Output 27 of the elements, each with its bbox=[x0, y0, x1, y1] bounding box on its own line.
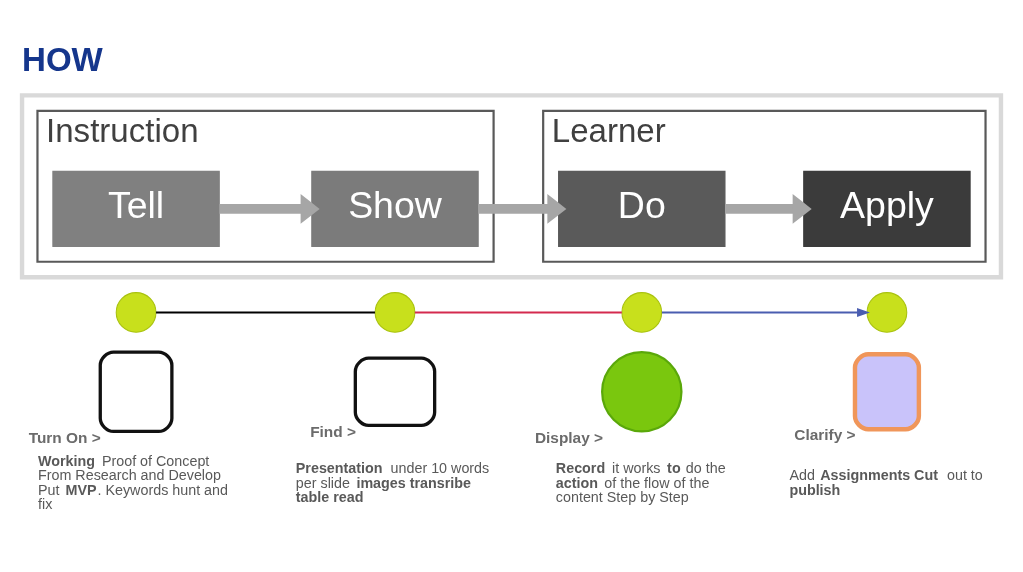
node-label: Turn On > bbox=[28, 428, 101, 446]
node-circle bbox=[115, 292, 157, 333]
arrow bbox=[478, 193, 567, 224]
node-circle bbox=[621, 292, 663, 333]
node-label: Display > bbox=[534, 428, 604, 446]
arrow bbox=[660, 307, 870, 317]
node-box bbox=[353, 356, 437, 428]
node-box: Show bbox=[311, 170, 479, 247]
node-circle bbox=[601, 351, 683, 433]
node-circle bbox=[866, 292, 908, 333]
node-label: Add Assignments Cut out to publish bbox=[789, 467, 983, 498]
arrow bbox=[725, 193, 812, 224]
node-label: Presentation under 10 words per slide images transribe table read bbox=[295, 460, 490, 505]
node-label: Record it works to do the action of the flow of the content Step by Step bbox=[555, 460, 726, 505]
node-label: Working Proof of Concept From Research and Develop Put MVP. Keywords hunt and fix bbox=[38, 453, 228, 512]
node-box: Do bbox=[558, 170, 726, 247]
connector bbox=[413, 311, 623, 314]
node-box: Apply bbox=[803, 170, 971, 247]
node-label: Clarify > bbox=[794, 426, 856, 444]
node-box bbox=[98, 350, 174, 434]
node-circle bbox=[374, 292, 416, 333]
connector bbox=[155, 311, 376, 314]
node-box: Tell bbox=[52, 170, 220, 247]
diagram-title: HOW bbox=[22, 41, 103, 79]
arrow bbox=[219, 193, 320, 224]
node-label: Find > bbox=[310, 422, 356, 440]
node-box bbox=[852, 352, 922, 432]
